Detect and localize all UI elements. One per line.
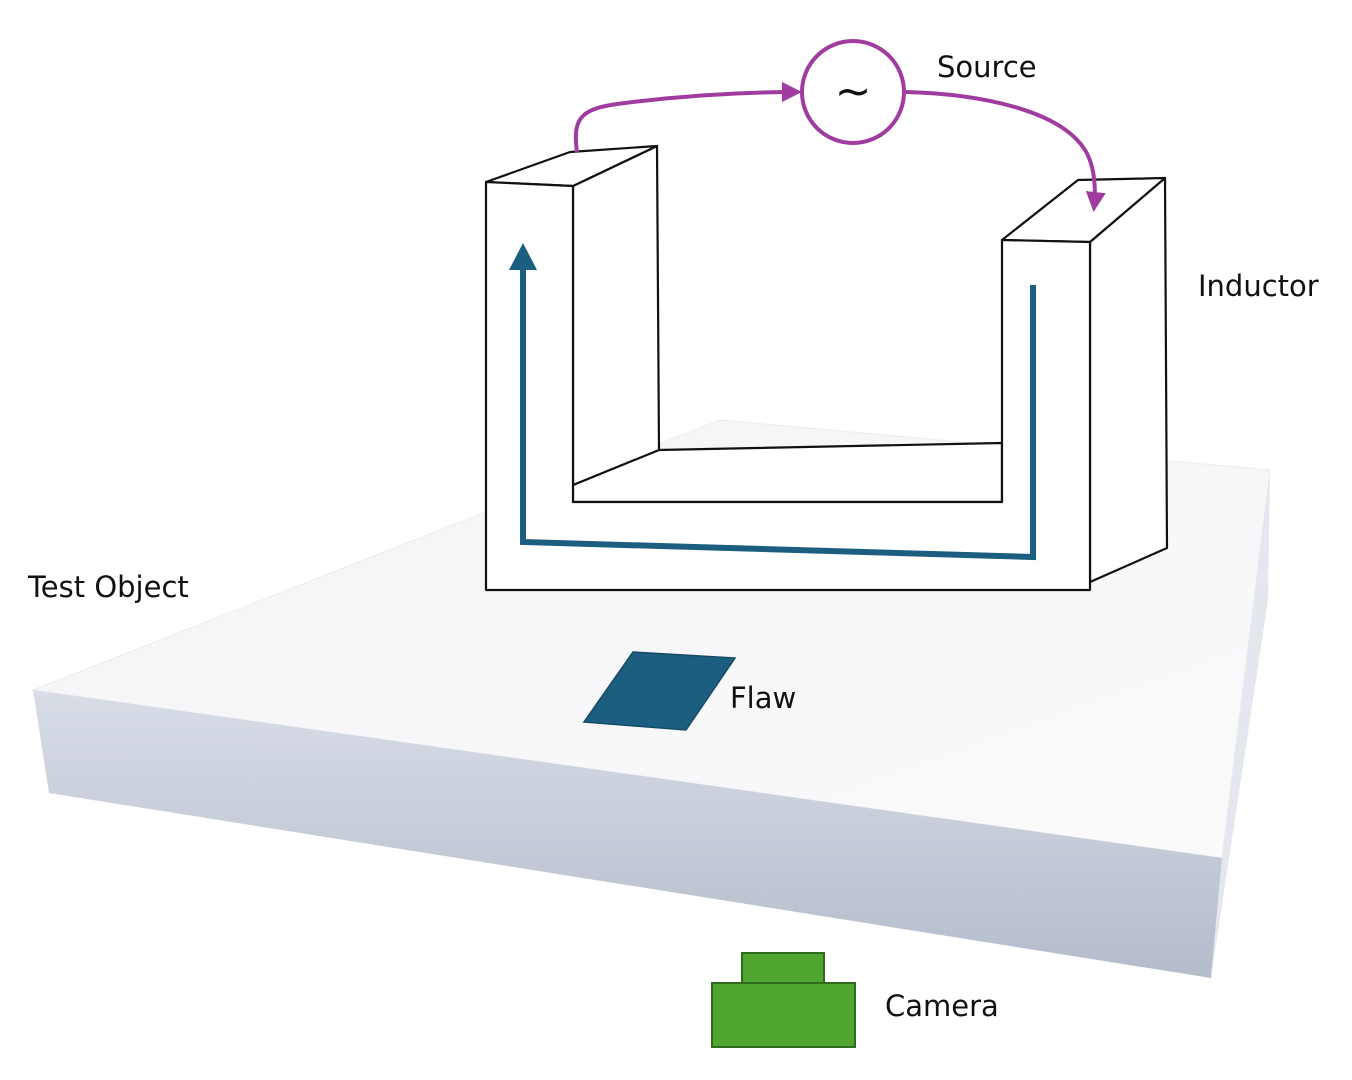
inductor-core bbox=[484, 144, 1169, 592]
inductor-label: Inductor bbox=[1198, 269, 1319, 303]
ac-source-symbol bbox=[800, 39, 906, 145]
ac-source-tilde: ~ bbox=[835, 66, 872, 117]
plate-front-face bbox=[33, 690, 1222, 978]
source-wire-right bbox=[905, 90, 1106, 212]
camera-lens-housing bbox=[741, 952, 825, 988]
flaw-label: Flaw bbox=[730, 681, 796, 715]
test-object-label: Test Object bbox=[27, 570, 189, 604]
inductor-left-leg-side bbox=[571, 144, 661, 487]
flux-path-line bbox=[520, 268, 1036, 561]
camera-body bbox=[711, 982, 856, 1048]
flaw-shape bbox=[582, 651, 737, 731]
source-wire-left bbox=[573, 82, 802, 153]
plate-right-face bbox=[1211, 470, 1270, 978]
flux-path bbox=[509, 243, 1036, 561]
camera-icon bbox=[711, 952, 856, 1048]
camera-label: Camera bbox=[885, 989, 999, 1023]
flux-arrow-head bbox=[509, 243, 537, 270]
source-wiring: ~ bbox=[573, 39, 1106, 212]
inductor-right-leg-side bbox=[1088, 176, 1169, 584]
source-label: Source bbox=[937, 50, 1037, 84]
inductor-front-face bbox=[484, 180, 1092, 592]
